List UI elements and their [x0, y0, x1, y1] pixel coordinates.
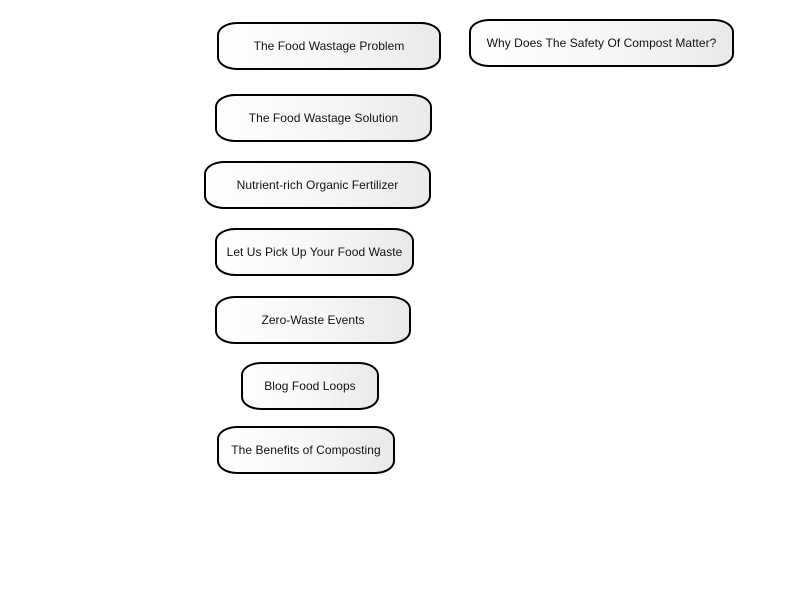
- node-label: The Benefits of Composting: [231, 443, 381, 457]
- node-food-wastage-problem[interactable]: The Food Wastage Problem: [217, 22, 441, 70]
- node-organic-fertilizer[interactable]: Nutrient-rich Organic Fertilizer: [204, 161, 431, 209]
- node-label: Why Does The Safety Of Compost Matter?: [486, 36, 717, 50]
- node-label: The Food Wastage Problem: [253, 39, 405, 53]
- node-label: Nutrient-rich Organic Fertilizer: [236, 178, 399, 192]
- node-pick-up-food-waste[interactable]: Let Us Pick Up Your Food Waste: [215, 228, 414, 276]
- node-label: Let Us Pick Up Your Food Waste: [226, 245, 403, 259]
- node-label: Blog Food Loops: [264, 379, 356, 393]
- node-zero-waste-events[interactable]: Zero-Waste Events: [215, 296, 411, 344]
- node-compost-safety[interactable]: Why Does The Safety Of Compost Matter?: [469, 19, 734, 67]
- node-blog-food-loops[interactable]: Blog Food Loops: [241, 362, 379, 410]
- node-label: Zero-Waste Events: [261, 313, 365, 327]
- node-food-wastage-solution[interactable]: The Food Wastage Solution: [215, 94, 432, 142]
- node-label: The Food Wastage Solution: [248, 111, 399, 125]
- node-benefits-of-composting[interactable]: The Benefits of Composting: [217, 426, 395, 474]
